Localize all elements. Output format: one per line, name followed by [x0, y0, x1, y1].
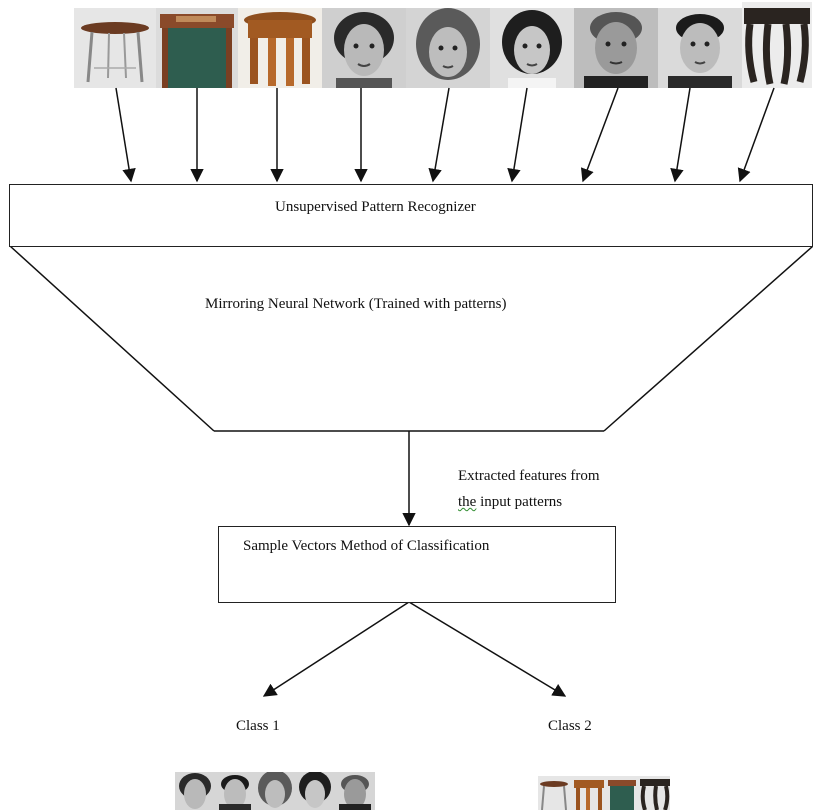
class2-label: Class 2 — [548, 718, 592, 734]
face-icon — [490, 8, 574, 88]
input-image-face-2 — [406, 8, 490, 88]
class1-image-strip — [175, 772, 375, 810]
face-icon — [258, 772, 292, 808]
input-arrow — [580, 87, 619, 183]
input-image-stool — [238, 8, 322, 88]
classifier-label: Sample Vectors Method of Classification — [243, 538, 490, 554]
face-icon — [299, 772, 331, 808]
recognizer-box — [9, 184, 813, 247]
input-image-face-4 — [574, 8, 658, 88]
stool-icon — [238, 8, 322, 88]
class1-label: Class 1 — [236, 718, 280, 734]
face-icon — [406, 8, 490, 88]
features-label-rest: input patterns — [476, 494, 563, 510]
class2-image-strip — [538, 776, 670, 810]
input-image-table-1 — [74, 8, 156, 88]
table-icon — [156, 8, 238, 88]
face-icon — [322, 8, 406, 88]
classifier-box — [218, 526, 616, 603]
face-icon — [219, 775, 251, 810]
class2-arrow — [408, 601, 567, 697]
table-icon — [742, 2, 812, 88]
table-icon — [74, 8, 156, 88]
input-arrow — [115, 87, 136, 183]
recognizer-label: Unsupervised Pattern Recognizer — [275, 199, 476, 215]
input-image-table-2 — [156, 8, 238, 88]
input-image-table-3 — [742, 2, 812, 88]
face-icon — [339, 775, 371, 810]
input-arrows — [115, 87, 775, 183]
face-icon — [179, 773, 211, 809]
table-icon — [640, 779, 670, 810]
table-icon — [540, 781, 568, 810]
stool-icon — [574, 780, 604, 810]
network-funnel — [9, 245, 813, 432]
input-arrow — [670, 87, 691, 183]
features-label-word-the: the — [458, 494, 477, 510]
input-image-face-1 — [322, 8, 406, 88]
features-label-line1: Extracted features from — [458, 468, 600, 484]
input-image-face-3 — [490, 8, 574, 88]
table-icon — [608, 780, 636, 810]
class1-arrow — [262, 601, 410, 697]
input-arrow — [507, 87, 528, 183]
input-image-face-5 — [658, 8, 742, 88]
face-icon — [658, 8, 742, 88]
features-label-line2: the input patterns — [458, 494, 562, 511]
input-arrow — [428, 87, 450, 183]
input-arrow — [737, 87, 775, 183]
network-label: Mirroring Neural Network (Trained with p… — [205, 296, 507, 312]
face-icon — [574, 8, 658, 88]
